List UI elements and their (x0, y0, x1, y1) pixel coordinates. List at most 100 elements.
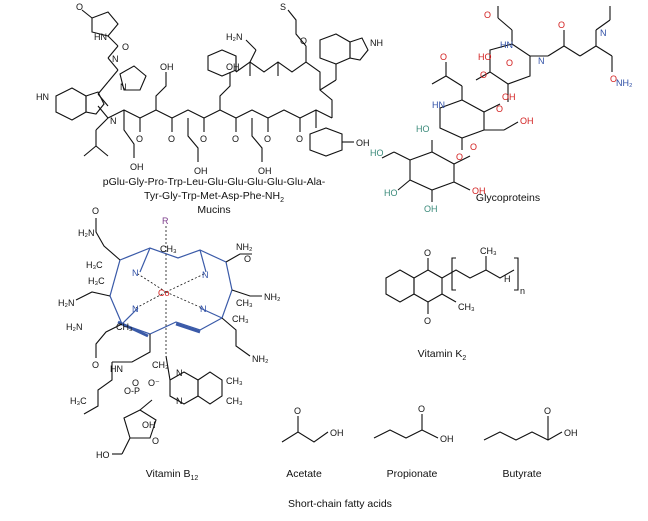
svg-text:O: O (122, 42, 129, 52)
svg-text:O: O (168, 134, 175, 144)
mucin-peptide-structure: HN O O N N HN N O O O O O O OH OH OH OH … (36, 2, 383, 176)
svg-text:N: N (600, 28, 607, 38)
svg-text:N: N (132, 304, 139, 314)
svg-text:Co: Co (158, 288, 170, 298)
svg-text:HN: HN (36, 92, 49, 102)
svg-text:OH: OH (330, 428, 344, 438)
svg-text:O: O (484, 10, 491, 20)
svg-text:OH: OH (564, 428, 578, 438)
svg-text:O⁻: O⁻ (148, 378, 160, 388)
svg-text:CH₃: CH₃ (116, 322, 133, 332)
svg-text:OH: OH (424, 204, 438, 214)
svg-text:CH₃: CH₃ (458, 302, 475, 312)
svg-text:O: O (424, 248, 431, 258)
svg-text:NH₂: NH₂ (252, 354, 269, 364)
acetate-label: Acetate (286, 468, 322, 480)
svg-text:O: O (294, 406, 301, 416)
mucins-sequence-line1: pGlu-Gly-Pro-Trp-Leu-Glu-Glu-Glu-Glu-Glu… (102, 176, 326, 188)
svg-text:O: O (610, 74, 617, 84)
mucins-label: Mucins (197, 204, 231, 216)
svg-text:O: O (418, 404, 425, 414)
svg-text:OH: OH (520, 116, 534, 126)
svg-text:HO: HO (478, 52, 492, 62)
svg-text:O: O (480, 70, 487, 80)
svg-text:CH₃: CH₃ (226, 376, 243, 386)
svg-text:CH₃: CH₃ (232, 314, 249, 324)
svg-text:O: O (300, 36, 307, 46)
svg-text:O: O (92, 360, 99, 370)
svg-text:O: O (244, 254, 251, 264)
svg-text:OH: OH (472, 186, 486, 196)
vitamin-b12-label: Vitamin B12 (145, 468, 199, 483)
svg-text:R: R (162, 216, 169, 226)
vitamin-k2-structure: O O CH₃ CH₃ H n (385, 246, 525, 326)
svg-text:O: O (264, 134, 271, 144)
svg-text:S: S (280, 2, 286, 12)
svg-text:N: N (176, 396, 183, 406)
svg-text:N: N (176, 368, 183, 378)
svg-text:O: O (456, 152, 463, 162)
svg-text:NH₂: NH₂ (264, 292, 281, 302)
svg-text:O: O (152, 436, 159, 446)
svg-text:H₂N: H₂N (78, 228, 95, 238)
svg-text:O: O (200, 134, 207, 144)
svg-text:H₂N: H₂N (226, 32, 243, 42)
svg-text:HO: HO (416, 124, 430, 134)
svg-text:O-P: O-P (124, 386, 140, 396)
svg-text:N: N (200, 304, 207, 314)
svg-text:H₂N: H₂N (66, 322, 83, 332)
acetate-structure: O OH (281, 406, 344, 443)
svg-text:OH: OH (130, 162, 144, 172)
svg-text:O: O (558, 20, 565, 30)
svg-text:HO: HO (384, 188, 398, 198)
svg-text:OH: OH (258, 166, 272, 176)
mucins-sequence-line2: Tyr-Gly-Trp-Met-Asp-Phe-NH2 (143, 190, 285, 205)
svg-text:N: N (202, 270, 209, 280)
svg-text:NH₂: NH₂ (616, 78, 633, 88)
svg-text:O: O (506, 58, 513, 68)
svg-text:O: O (544, 406, 551, 416)
svg-text:OH: OH (142, 420, 156, 430)
svg-text:O: O (440, 52, 447, 62)
svg-text:H₃C: H₃C (86, 260, 103, 270)
svg-text:H₃C: H₃C (70, 396, 87, 406)
svg-text:O: O (136, 134, 143, 144)
svg-text:CH₃: CH₃ (236, 298, 253, 308)
svg-text:HN: HN (432, 100, 445, 110)
propionate-label: Propionate (386, 468, 438, 480)
scfa-group-label: Short-chain fatty acids (288, 498, 392, 510)
svg-text:HN: HN (500, 40, 513, 50)
svg-text:O: O (92, 206, 99, 216)
svg-text:CH₃: CH₃ (160, 244, 177, 254)
svg-text:H: H (504, 274, 511, 284)
svg-text:O: O (132, 378, 139, 388)
glycoprotein-structure: HN O O HO O N O N O NH₂ HN O O OH OH HO … (370, 6, 633, 214)
svg-text:OH: OH (226, 62, 240, 72)
propionate-structure: O OH (373, 404, 454, 444)
vitamin-k2-label: Vitamin K2 (417, 348, 467, 363)
vitamin-b12-structure: R Co N N N N H₂N O H₃C H₃C H₂N H₂N O CH₃… (58, 206, 281, 460)
svg-text:OH: OH (440, 434, 454, 444)
svg-text:H₂N: H₂N (58, 298, 75, 308)
butyrate-label: Butyrate (502, 468, 542, 480)
svg-text:O: O (496, 104, 503, 114)
svg-text:O: O (76, 2, 83, 12)
svg-text:H₃C: H₃C (88, 276, 105, 286)
svg-text:HO: HO (370, 148, 384, 158)
glycoproteins-label: Glycoproteins (475, 192, 541, 204)
svg-text:N: N (538, 56, 545, 66)
svg-text:HN: HN (110, 364, 123, 374)
svg-text:CH₃: CH₃ (152, 360, 169, 370)
butyrate-structure: O OH (483, 406, 578, 441)
svg-text:OH: OH (194, 166, 208, 176)
svg-text:NH: NH (370, 38, 383, 48)
svg-text:O: O (424, 316, 431, 326)
svg-text:N: N (112, 54, 119, 64)
svg-text:CH₃: CH₃ (480, 246, 497, 256)
svg-text:O: O (232, 134, 239, 144)
svg-text:CH₃: CH₃ (226, 396, 243, 406)
svg-text:OH: OH (160, 62, 174, 72)
k2-repeat-index: n (520, 286, 525, 296)
svg-text:NH₂: NH₂ (236, 242, 253, 252)
